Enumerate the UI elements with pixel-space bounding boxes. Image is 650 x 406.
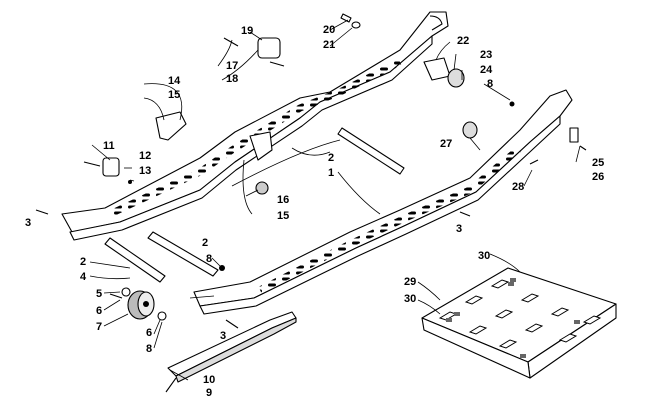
callout-1: 1 [328, 167, 334, 179]
callout-19: 19 [241, 25, 253, 37]
left-rail [61, 11, 449, 241]
callouts: 1 2 2 2 3 3 3 4 5 6 6 7 8 8 8 9 10 11 12… [25, 24, 604, 399]
callout-27: 27 [440, 138, 452, 150]
callout-30: 30 [478, 250, 490, 262]
callout-4: 4 [80, 271, 87, 283]
callout-9: 9 [206, 387, 212, 399]
callout-3: 3 [25, 217, 31, 229]
callout-15: 15 [168, 89, 180, 101]
callout-23: 23 [480, 49, 492, 61]
callout-2: 2 [80, 256, 86, 268]
callout-21: 21 [323, 39, 335, 51]
callout-25: 25 [592, 157, 604, 169]
callout-13: 13 [139, 165, 151, 177]
callout-20: 20 [323, 24, 335, 36]
callout-18: 18 [226, 73, 238, 85]
callout-3: 3 [456, 223, 462, 235]
callout-28: 28 [512, 181, 524, 193]
callout-3: 3 [220, 330, 226, 342]
callout-14: 14 [168, 75, 181, 87]
callout-8: 8 [206, 253, 212, 265]
cross-shafts [104, 127, 405, 283]
callout-8: 8 [487, 78, 493, 90]
hardware [35, 13, 587, 393]
callout-17: 17 [226, 60, 238, 72]
track-assembly [421, 267, 617, 379]
callout-6: 6 [96, 305, 102, 317]
callout-22: 22 [457, 35, 469, 47]
hyfax-slide [167, 311, 297, 383]
callout-16: 16 [277, 194, 289, 206]
right-rail [193, 89, 573, 315]
callout-6: 6 [146, 327, 152, 339]
callout-26: 26 [592, 171, 604, 183]
callout-10: 10 [203, 374, 215, 386]
callout-11: 11 [103, 140, 115, 152]
idler-wheel [127, 290, 155, 320]
callout-8: 8 [146, 343, 152, 355]
callout-29: 29 [404, 276, 416, 288]
callout-30: 30 [404, 293, 416, 305]
callout-24: 24 [480, 64, 493, 76]
callout-5: 5 [96, 288, 102, 300]
callout-15: 15 [277, 210, 289, 222]
callout-2: 2 [202, 237, 208, 249]
callout-12: 12 [139, 150, 151, 162]
leader-lines [89, 19, 581, 381]
callout-7: 7 [96, 321, 102, 333]
callout-2: 2 [328, 152, 334, 164]
